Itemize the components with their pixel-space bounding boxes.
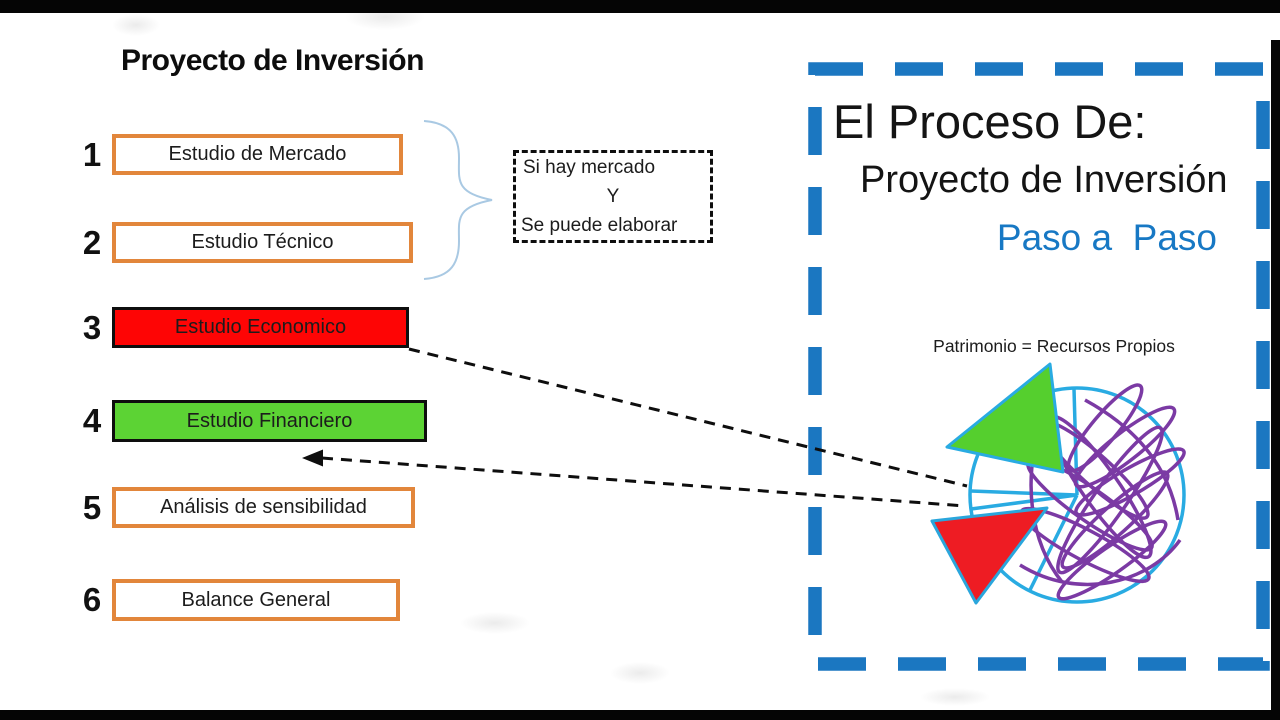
pie-caption: Patrimonio = Recursos Propios <box>933 336 1175 356</box>
red-triangle <box>930 506 1049 605</box>
step-number: 4 <box>82 402 102 439</box>
step-label: Estudio Técnico <box>191 231 334 253</box>
green-triangle <box>945 362 1065 474</box>
step-number: 2 <box>82 223 102 261</box>
process-tagline: Paso a Paso <box>996 217 1217 258</box>
step-box-estudio-economico: Estudio Economico <box>112 307 409 348</box>
step-number: 3 <box>82 308 102 346</box>
page-title: Proyecto de Inversión <box>121 44 424 77</box>
step-box-estudio-financiero: Estudio Financiero <box>112 400 427 442</box>
step-number: 1 <box>82 135 102 173</box>
bottom-black-bar <box>0 710 1280 720</box>
curly-brace <box>423 120 493 280</box>
right-black-bar <box>1271 40 1280 720</box>
connector-pie-to-step4 <box>321 456 966 508</box>
step-box-balance-general: Balance General <box>112 579 400 621</box>
step-box-estudio-tecnico: Estudio Técnico <box>112 222 413 263</box>
process-panel-dashed-frame <box>808 62 1270 671</box>
smudge <box>112 14 160 36</box>
step-label: Balance General <box>181 588 331 611</box>
smudge <box>460 612 530 634</box>
top-black-bar <box>0 0 1280 13</box>
step-box-estudio-de-mercado: Estudio de Mercado <box>112 134 403 175</box>
step-number: 5 <box>82 488 102 526</box>
connector-step3-to-pie <box>408 347 968 488</box>
step-label: Análisis de sensibilidad <box>160 496 367 518</box>
smudge <box>920 688 990 706</box>
condition-box: Si hay mercado Y Se puede elaborar <box>513 150 713 243</box>
pie-slice-lines <box>970 388 1079 593</box>
step-box-analisis-de-sensibilidad: Análisis de sensibilidad <box>112 487 415 528</box>
condition-line-2: Y <box>606 186 620 207</box>
pie-chart-clipart <box>930 362 1186 605</box>
smudge <box>610 662 670 684</box>
step-number: 6 <box>82 581 102 618</box>
step-label: Estudio Financiero <box>186 409 353 432</box>
process-heading: El Proceso De: <box>833 95 1147 148</box>
condition-line-1: Si hay mercado <box>523 157 656 178</box>
step-label: Estudio Economico <box>174 316 347 338</box>
step-label: Estudio de Mercado <box>168 143 347 165</box>
process-subheading: Proyecto de Inversión <box>860 159 1228 201</box>
arrowhead-left <box>302 449 323 467</box>
condition-line-3: Se puede elaborar <box>521 215 678 236</box>
